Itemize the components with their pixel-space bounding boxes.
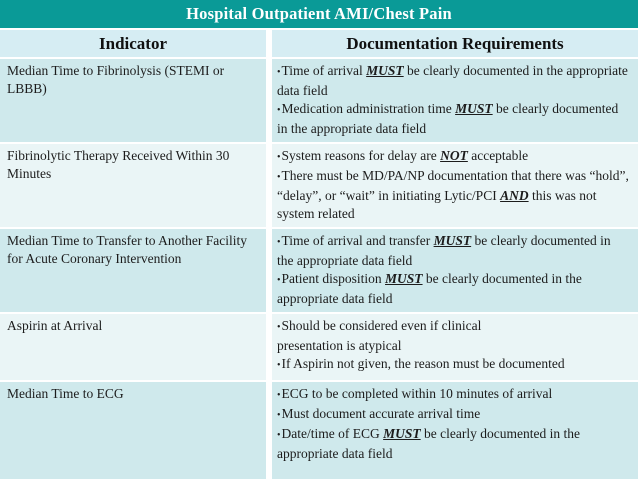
slide-title: Hospital Outpatient AMI/Chest Pain	[186, 4, 452, 23]
requirement-text: There must be MD/PA/NP documentation tha…	[277, 168, 629, 203]
bullet-icon: •	[277, 360, 281, 371]
requirements-cell: •ECG to be completed within 10 minutes o…	[272, 382, 638, 479]
requirement-text: Should be considered even if clinical	[281, 318, 482, 333]
table-body: Median Time to Fibrinolysis (STEMI or LB…	[0, 59, 638, 479]
requirement-item: •Should be considered even if clinical p…	[277, 317, 630, 355]
table-row: Median Time to Transfer to Another Facil…	[0, 229, 638, 312]
requirement-text: Medication administration time	[281, 101, 456, 116]
requirements-cell: •System reasons for delay are NOT accept…	[272, 144, 638, 227]
requirement-item: •System reasons for delay are NOT accept…	[277, 147, 630, 167]
requirement-item: •If Aspirin not given, the reason must b…	[277, 355, 630, 375]
requirement-text: be clearly documented in the appropriate…	[277, 271, 582, 306]
requirements-cell: •Time of arrival MUST be clearly documen…	[272, 59, 638, 142]
requirement-text: acceptable	[467, 148, 529, 163]
requirement-item: •Time of arrival and transfer MUST be cl…	[277, 232, 630, 270]
table-row: Fibrinolytic Therapy Received Within 30 …	[0, 144, 638, 227]
requirement-text: be clearly documented in the appropriate…	[277, 63, 628, 98]
requirement-item: •Must document accurate arrival time	[277, 405, 630, 425]
bullet-icon: •	[277, 237, 281, 248]
emphasized-text: MUST	[366, 63, 404, 78]
column-header-documentation-requirements: Documentation Requirements	[272, 30, 638, 57]
requirement-item: •ECG to be completed within 10 minutes o…	[277, 385, 630, 405]
requirement-text: Must document accurate arrival time	[281, 406, 481, 421]
requirement-item: •Patient disposition MUST be clearly doc…	[277, 270, 630, 308]
requirement-item: •There must be MD/PA/NP documentation th…	[277, 167, 630, 223]
requirement-text: ECG to be completed within 10 minutes of…	[281, 386, 553, 401]
requirement-text: Time of arrival and transfer	[281, 233, 434, 248]
bullet-icon: •	[277, 152, 281, 163]
requirement-text: System reasons for delay are	[281, 148, 441, 163]
emphasized-text: MUST	[433, 233, 472, 248]
column-header-indicator: Indicator	[0, 30, 266, 57]
requirements-cell: •Should be considered even if clinical p…	[272, 314, 638, 380]
requirement-item: •Time of arrival MUST be clearly documen…	[277, 62, 630, 100]
bullet-icon: •	[277, 275, 281, 286]
emphasized-text: MUST	[385, 271, 423, 286]
requirement-text: be clearly documented in the appropriate…	[277, 101, 619, 136]
emphasized-text: AND	[500, 188, 529, 203]
bullet-icon: •	[277, 430, 281, 441]
title-bar: Hospital Outpatient AMI/Chest Pain	[0, 0, 638, 28]
requirement-text: Date/time of ECG	[281, 426, 384, 441]
table-row: Median Time to ECG •ECG to be completed …	[0, 382, 638, 479]
bullet-icon: •	[277, 172, 281, 183]
bullet-icon: •	[277, 105, 281, 116]
requirement-text: be clearly documented in the appropriate…	[277, 426, 580, 461]
table-row: Median Time to Fibrinolysis (STEMI or LB…	[0, 59, 638, 142]
indicator-cell: Aspirin at Arrival	[0, 314, 266, 380]
emphasized-text: MUST	[383, 426, 421, 441]
indicator-cell: Fibrinolytic Therapy Received Within 30 …	[0, 144, 266, 227]
requirement-text: presentation is atypical	[277, 338, 402, 353]
requirement-text: Patient disposition	[281, 271, 386, 286]
indicator-cell: Median Time to ECG	[0, 382, 266, 479]
bullet-icon: •	[277, 67, 281, 78]
requirement-item: •Medication administration time MUST be …	[277, 100, 630, 138]
indicator-cell: Median Time to Fibrinolysis (STEMI or LB…	[0, 59, 266, 142]
bullet-icon: •	[277, 390, 281, 401]
requirement-text: this was not system related	[277, 188, 597, 221]
requirement-item: •Date/time of ECG MUST be clearly docume…	[277, 425, 630, 463]
emphasized-text: MUST	[455, 101, 493, 116]
table-row: Aspirin at Arrival •Should be considered…	[0, 314, 638, 380]
requirements-cell: •Time of arrival and transfer MUST be cl…	[272, 229, 638, 312]
bullet-icon: •	[277, 410, 281, 421]
table-header-row: Indicator Documentation Requirements	[0, 30, 638, 57]
requirement-text: If Aspirin not given, the reason must be…	[281, 356, 565, 371]
requirement-text: be clearly documented in the appropriate…	[277, 233, 611, 268]
emphasized-text: NOT	[440, 148, 468, 163]
indicator-cell: Median Time to Transfer to Another Facil…	[0, 229, 266, 312]
bullet-icon: •	[277, 322, 281, 333]
requirement-text: Time of arrival	[281, 63, 367, 78]
